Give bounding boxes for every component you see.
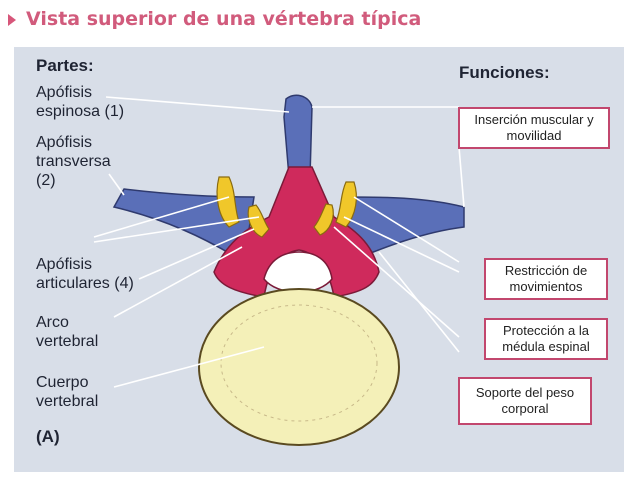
parts-heading: Partes: [36, 56, 94, 75]
part-label-line: vertebral [36, 393, 99, 410]
part-label-articular: Apófisis articulares (4) [36, 255, 134, 293]
vertebral-body [198, 288, 400, 446]
part-label-spinous: Apófisis espinosa (1) [36, 83, 124, 121]
vertebral-arch [213, 166, 380, 298]
part-label-line: Arco [36, 314, 69, 331]
articular-process-right-2 [313, 203, 334, 236]
function-text: Restricción de [504, 263, 588, 278]
function-text: Protección a la [502, 323, 589, 338]
spinous-process [283, 94, 313, 178]
functions-heading: Funciones: [459, 63, 550, 82]
function-text: Inserción muscular y [474, 112, 594, 127]
bullet-arrow-icon [8, 14, 16, 26]
slide-title: Vista superior de una vértebra típica [0, 0, 638, 46]
part-label-line: Cuerpo [36, 374, 89, 391]
function-text: movilidad [506, 128, 562, 143]
part-label-line: (2) [36, 172, 56, 189]
function-text: movimientos [509, 279, 583, 294]
function-box-protection: Protección a la médula espinal [484, 318, 608, 360]
function-box-support: Soporte del peso corporal [458, 377, 592, 425]
function-box-insertion: Inserción muscular y movilidad [458, 107, 610, 149]
vertebral-body-inner [220, 304, 378, 422]
part-label-line: articulares (4) [36, 275, 134, 292]
function-text: corporal [501, 401, 549, 416]
part-label-body: Cuerpo vertebral [36, 373, 98, 411]
panel-label: (A) [36, 427, 60, 446]
part-label-transverse: Apófisis transversa (2) [36, 133, 111, 190]
function-box-restriction: Restricción de movimientos [484, 258, 608, 300]
transverse-process-right [343, 196, 465, 264]
function-leader-lines [312, 106, 465, 353]
part-label-line: espinosa (1) [36, 103, 125, 120]
page-title: Vista superior de una vértebra típica [26, 8, 422, 30]
part-label-line: transversa [36, 153, 111, 170]
vertebra-figure: Partes: Apófisis espinosa (1) Apófisis t… [14, 47, 624, 472]
part-label-line: Apófisis [36, 256, 93, 273]
part-label-line: vertebral [36, 333, 99, 350]
part-label-line: Apófisis [36, 134, 93, 151]
vertebra-illustration [93, 94, 465, 446]
part-leader-lines [93, 96, 290, 388]
articular-process-left-1 [216, 176, 240, 228]
function-text: médula espinal [502, 339, 590, 354]
part-label-line: Apófisis [36, 84, 93, 101]
part-label-arch: Arco vertebral [36, 313, 98, 351]
function-text: Soporte del peso [475, 385, 575, 400]
